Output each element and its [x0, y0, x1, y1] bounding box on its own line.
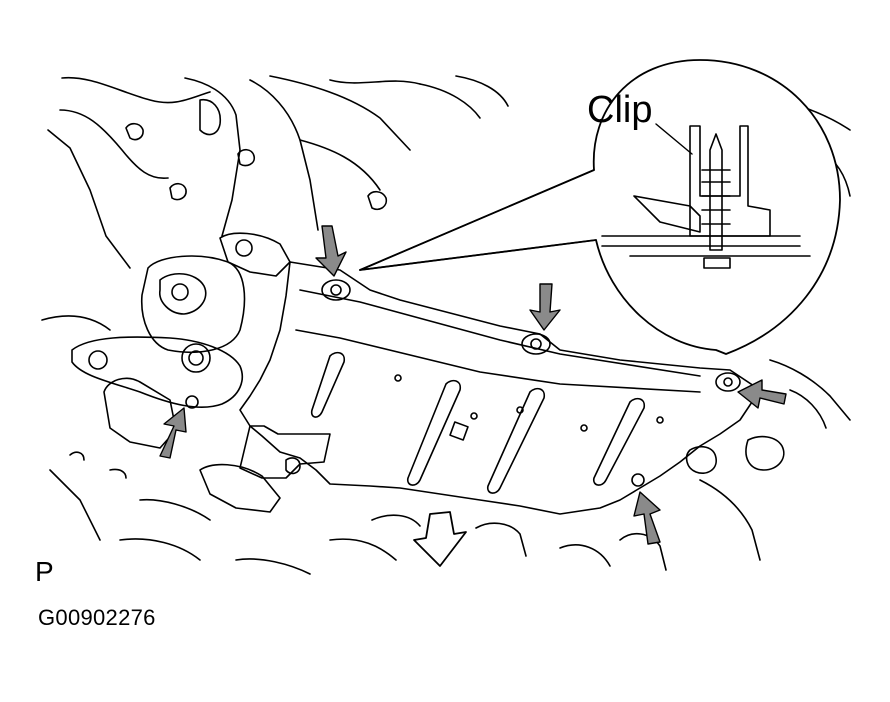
clip-label: Clip	[587, 89, 653, 131]
clip-detail-callout	[359, 59, 841, 355]
arrow-down-icon	[315, 225, 347, 277]
hollow-arrow-down-icon	[413, 511, 467, 567]
arrow-down-icon	[529, 283, 561, 331]
arrow-left-icon	[737, 379, 787, 409]
arrow-up-icon	[159, 407, 187, 459]
view-letter: P	[35, 556, 54, 587]
indicator-arrows	[159, 225, 787, 545]
arrow-up-icon	[633, 491, 661, 545]
figure-code: G00902276	[38, 605, 156, 630]
engine-undercover-panel	[185, 261, 761, 515]
